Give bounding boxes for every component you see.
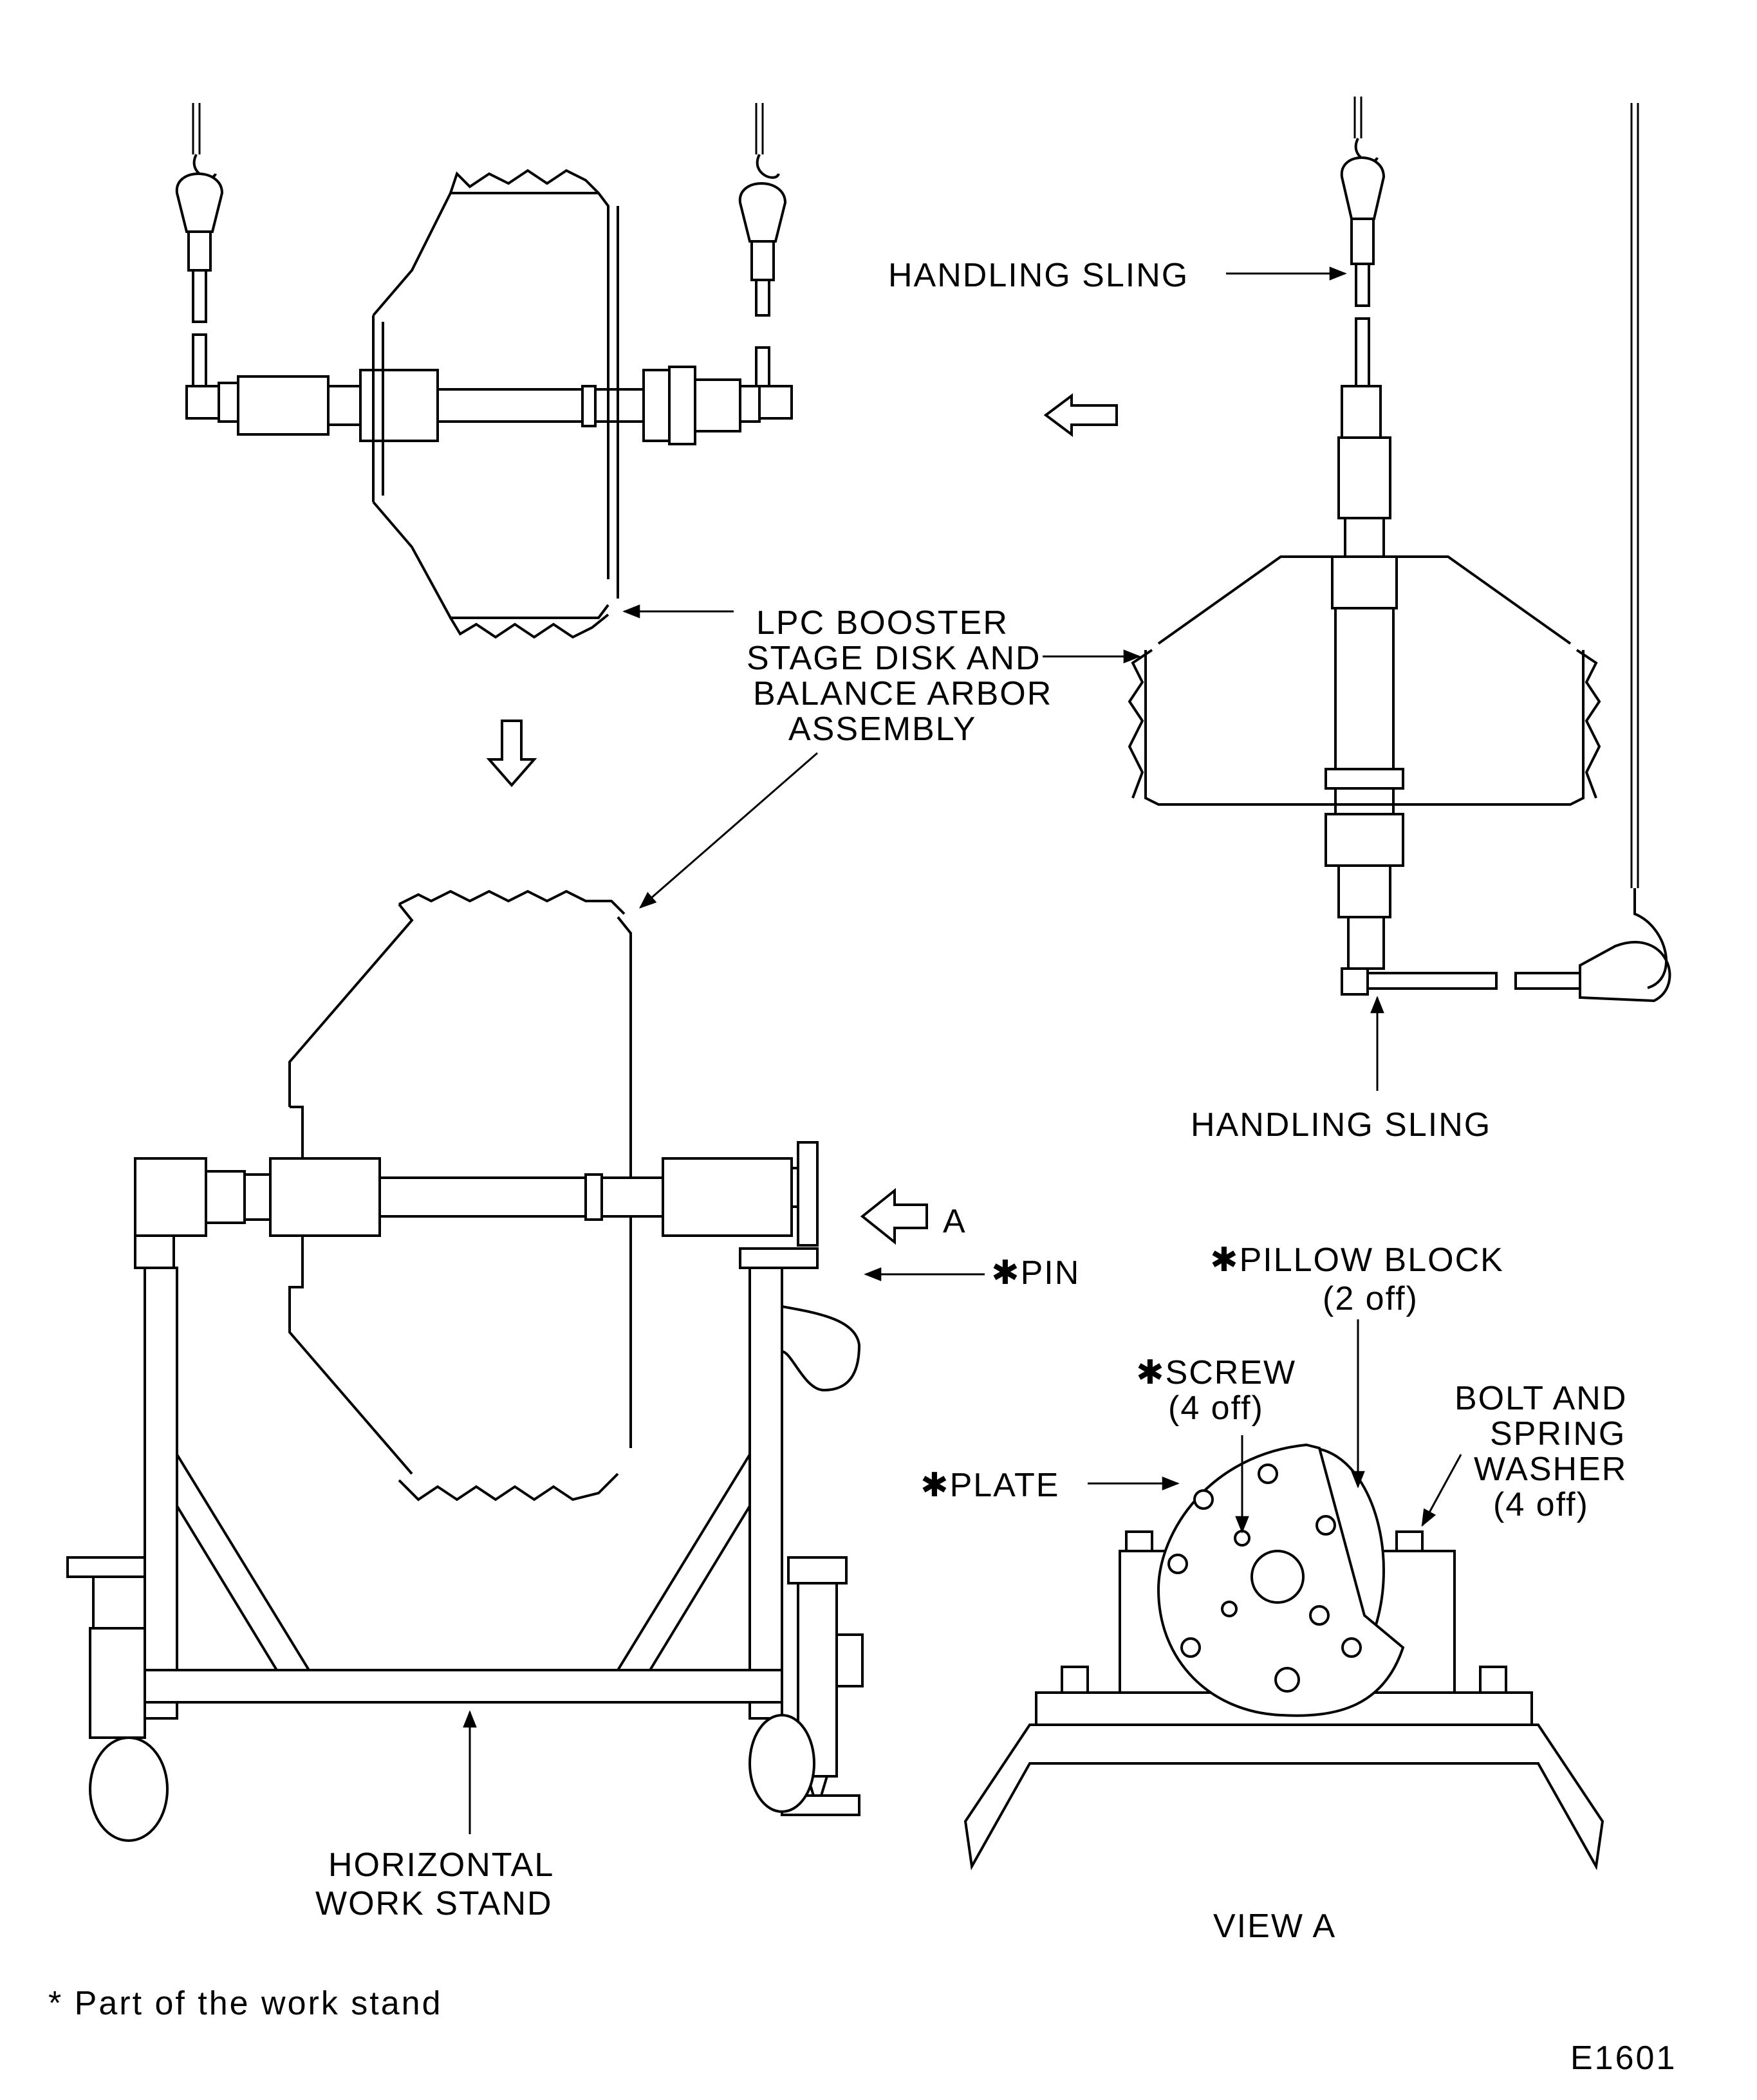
direction-arrow-left [1043,393,1118,437]
horizontal-work-stand-drawing [66,889,864,1842]
handling-sling-top-label: HANDLING SLING [888,257,1189,294]
lpc-label-line-3: BALANCE ARBOR [753,675,1052,712]
screw-label: ✱SCREW [1136,1354,1296,1391]
bolt-label: BOLT AND SPRING WASHER (4 off) [1455,1380,1627,1523]
plate-label: ✱PLATE [920,1467,1059,1504]
bolt-label-line-2: SPRING [1490,1415,1626,1453]
bolt-label-line-1: BOLT AND [1455,1380,1627,1417]
leader-lines [463,266,1462,1834]
view-a-label: VIEW A [1213,1908,1336,1945]
work-stand-label: HORIZONTAL WORK STAND [315,1846,554,1922]
work-stand-label-line-1: HORIZONTAL [328,1846,554,1884]
top-right-assembly [1128,97,1671,1003]
arrow-a-label: A [943,1203,967,1240]
pin-label: ✱PIN [991,1254,1080,1292]
work-stand-label-line-2: WORK STAND [315,1885,553,1922]
screw-qty-label: (4 off) [1168,1389,1264,1427]
figure-id: E1601 [1570,2040,1677,2077]
lpc-label-line-2: STAGE DISK AND [747,640,1041,677]
handling-sling-bottom-label: HANDLING SLING [1191,1106,1491,1144]
bolt-label-line-4: (4 off) [1493,1486,1589,1523]
bolt-label-line-3: WASHER [1474,1451,1627,1488]
top-left-assembly [175,103,793,639]
pillow-block-label: ✱PILLOW BLOCK [1210,1241,1504,1279]
lpc-booster-label: LPC BOOSTER STAGE DISK AND BALANCE ARBOR… [747,604,1052,748]
view-a-arrow [860,1187,928,1245]
lpc-label-line-1: LPC BOOSTER [756,604,1009,642]
footnote: * Part of the work stand [48,1985,443,2022]
lpc-label-line-4: ASSEMBLY [788,711,976,748]
direction-arrow-down [486,720,537,788]
pillow-block-qty-label: (2 off) [1323,1280,1418,1317]
view-a-drawing [963,1443,1604,1871]
